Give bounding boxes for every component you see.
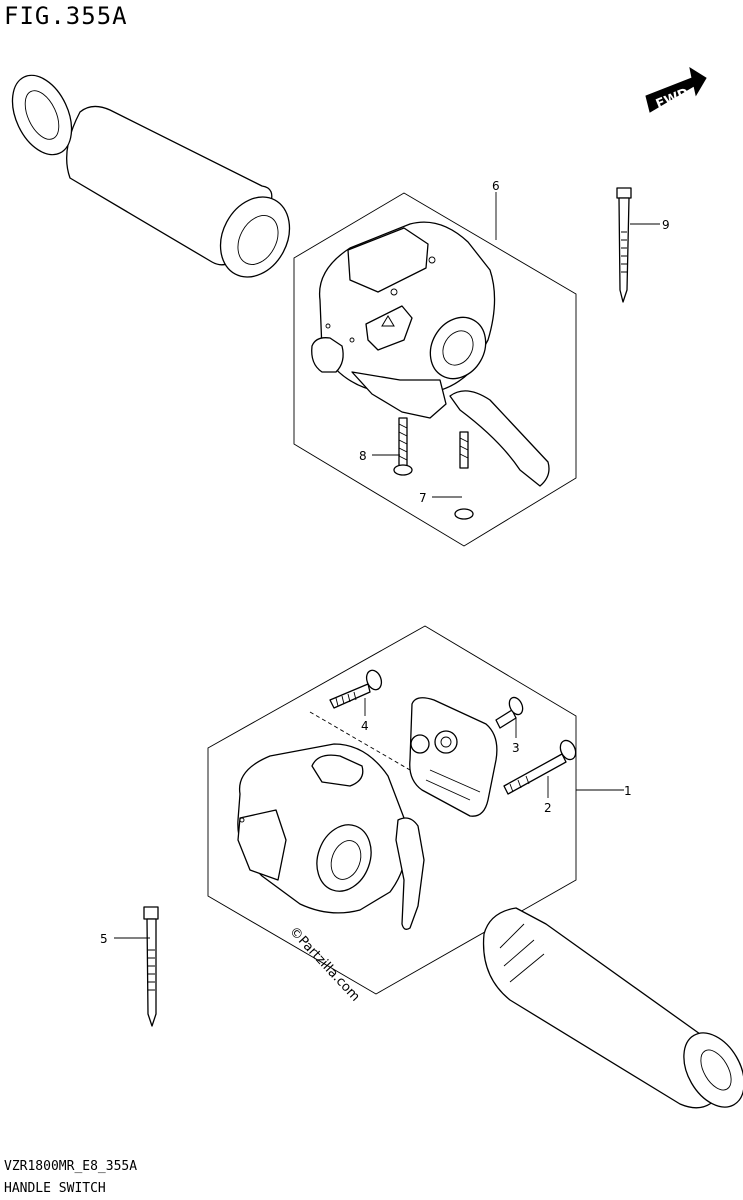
- callout-6: 6: [492, 179, 500, 240]
- callout-label: 3: [512, 741, 520, 755]
- screw-7: [454, 431, 474, 520]
- callout-4: 4: [361, 698, 369, 733]
- callout-1: 1: [576, 784, 632, 798]
- callout-3: 3: [512, 718, 520, 755]
- screw-3: [495, 696, 524, 729]
- screw-8: [393, 417, 413, 476]
- handlebar-grip-left: [11, 74, 291, 278]
- callout-9: 9: [630, 218, 670, 232]
- callout-label: 5: [100, 932, 108, 946]
- cable-tie-5: [143, 906, 159, 1027]
- handle-switch-left: [237, 743, 425, 930]
- assembly-frame-6: [293, 192, 577, 547]
- callout-label: 8: [359, 449, 367, 463]
- assembly-frame-1: [207, 625, 577, 995]
- forward-arrow-icon: FWD: [645, 66, 707, 113]
- handlebar-grip-right: [482, 907, 743, 1109]
- callout-5: 5: [100, 932, 150, 946]
- callout-label: 6: [492, 179, 500, 193]
- callout-label: 1: [624, 784, 632, 798]
- callout-label: 9: [662, 218, 670, 232]
- figure-name: HANDLE SWITCH: [4, 1181, 106, 1196]
- callout-label: 7: [419, 491, 427, 505]
- screw-2: [503, 739, 577, 795]
- callout-7: 7: [419, 491, 462, 505]
- handle-switch-right: [311, 221, 550, 487]
- figure-code: VZR1800MR_E8_355A: [4, 1159, 138, 1174]
- figure-title: FIG.355A: [4, 2, 128, 30]
- callout-8: 8: [359, 449, 400, 463]
- callout-label: 2: [544, 801, 552, 815]
- callout-2: 2: [544, 776, 552, 815]
- cable-tie-9: [616, 187, 632, 303]
- screw-4: [329, 669, 383, 709]
- callout-label: 4: [361, 719, 369, 733]
- switch-clamp: [409, 697, 498, 817]
